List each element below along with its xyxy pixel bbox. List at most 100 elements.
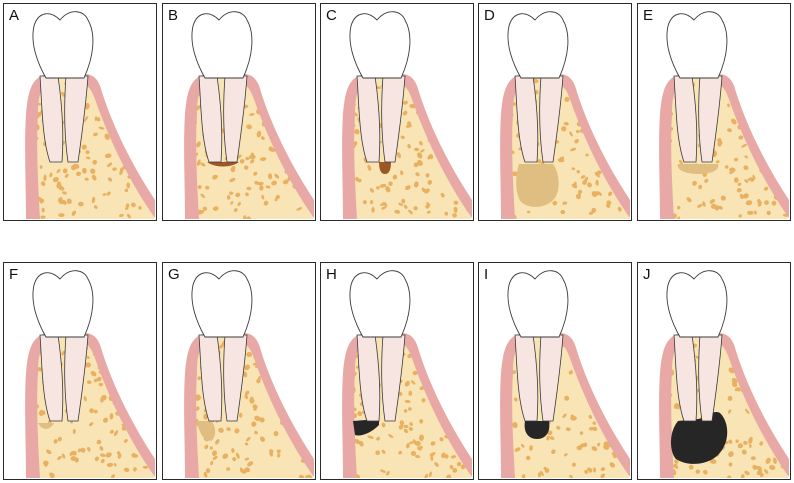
trabecula-dot [737,86,743,91]
trabecula-dot [776,158,781,163]
trabecula-dot [140,364,145,370]
trabecula-dot [582,94,587,98]
trabecula-dot [778,92,782,95]
trabecula-dot [275,109,282,113]
trabecula-dot [111,106,119,114]
panel-e: E [637,3,791,221]
trabecula-dot [586,349,591,354]
trabecula-dot [304,89,312,96]
trabecula-dot [745,352,751,358]
trabecula-dot [138,352,145,357]
trabecula-dot [263,353,269,358]
trabecula-dot [610,97,617,101]
trabecula-dot [582,79,587,84]
trabecula-dot [115,84,119,89]
trabecula-dot [304,369,310,375]
trabecula-dot [755,108,761,114]
trabecula-dot [577,79,583,84]
panel-d: D [478,3,632,221]
trabecula-dot [287,145,294,152]
trabecula-dot [759,104,763,110]
trabecula-dot [462,79,466,84]
trabecula-dot [466,83,470,87]
trabecula-dot [433,123,437,129]
trabecula-dot [624,339,630,345]
trabecula-dot [598,99,601,104]
trabecula-dot [775,393,780,398]
trabecula-dot [109,350,116,356]
panel-h: H [320,262,474,480]
trabecula-dot [771,392,776,397]
trabecula-dot [118,356,123,362]
trabecula-dot [104,84,110,88]
trabecula-dot [307,127,314,135]
trabecula-dot [119,129,125,134]
trabecula-dot [785,413,789,419]
trabecula-dot [584,95,588,99]
trabecula-dot [301,411,306,415]
trabecula-dot [608,364,613,369]
trabecula-dot [291,102,294,107]
trabecula-dot [611,408,616,415]
trabecula-dot [778,370,783,375]
panel-label: C [326,7,337,24]
trabecula-dot [586,367,593,374]
trabecula-dot [609,80,615,86]
panel-label: G [168,266,180,283]
panel-label: D [484,7,495,24]
trabecula-dot [276,386,282,392]
trabecula-dot [768,130,773,136]
trabecula-dot [309,337,314,343]
trabecula-dot [733,337,740,343]
tooth-crown [33,271,93,337]
trabecula-dot [303,430,307,435]
trabecula-dot [777,123,783,129]
trabecula-dot [750,83,756,88]
trabecula-dot [740,91,747,98]
trabecula-dot [271,84,277,90]
trabecula-dot [441,102,445,106]
panel-b: B [162,3,316,221]
trabecula-dot [296,342,301,347]
trabecula-dot [455,166,462,173]
panel-label: B [168,7,178,24]
trabecula-dot [273,349,278,355]
trabecula-dot [466,413,472,419]
trabecula-dot [594,105,602,111]
trabecula-dot [612,399,617,404]
trabecula-dot [454,394,458,401]
trabecula-dot [763,146,768,151]
trabecula-dot [609,378,614,383]
trabecula-dot [781,434,784,439]
trabecula-dot [115,80,120,84]
trabecula-dot [775,102,782,106]
trabecula-dot [614,399,618,402]
trabecula-dot [425,83,429,88]
trabecula-dot [765,410,772,417]
trabecula-dot [617,162,621,168]
trabecula-dot [589,355,595,359]
trabecula-dot [451,360,458,367]
trabecula-dot [278,103,284,108]
trabecula-dot [262,92,268,98]
trabecula-dot [149,336,155,344]
trabecula-dot [755,385,762,389]
tooth-crown [508,271,568,337]
trabecula-dot [463,136,469,140]
trabecula-dot [299,411,306,418]
trabecula-dot [617,158,624,164]
trabecula-dot [308,342,314,349]
panel-a: A [3,3,157,221]
trabecula-dot [429,366,434,371]
tooth-crown [350,271,410,337]
trabecula-dot [743,337,748,342]
trabecula-dot [148,102,154,107]
trabecula-dot [288,351,295,359]
trabecula-dot [278,386,285,393]
trabecula-dot [445,110,450,116]
trabecula-dot [778,149,786,157]
trabecula-dot [453,367,459,374]
trabecula-dot [677,206,680,209]
tooth-crown [192,271,252,337]
trabecula-dot [578,342,584,348]
